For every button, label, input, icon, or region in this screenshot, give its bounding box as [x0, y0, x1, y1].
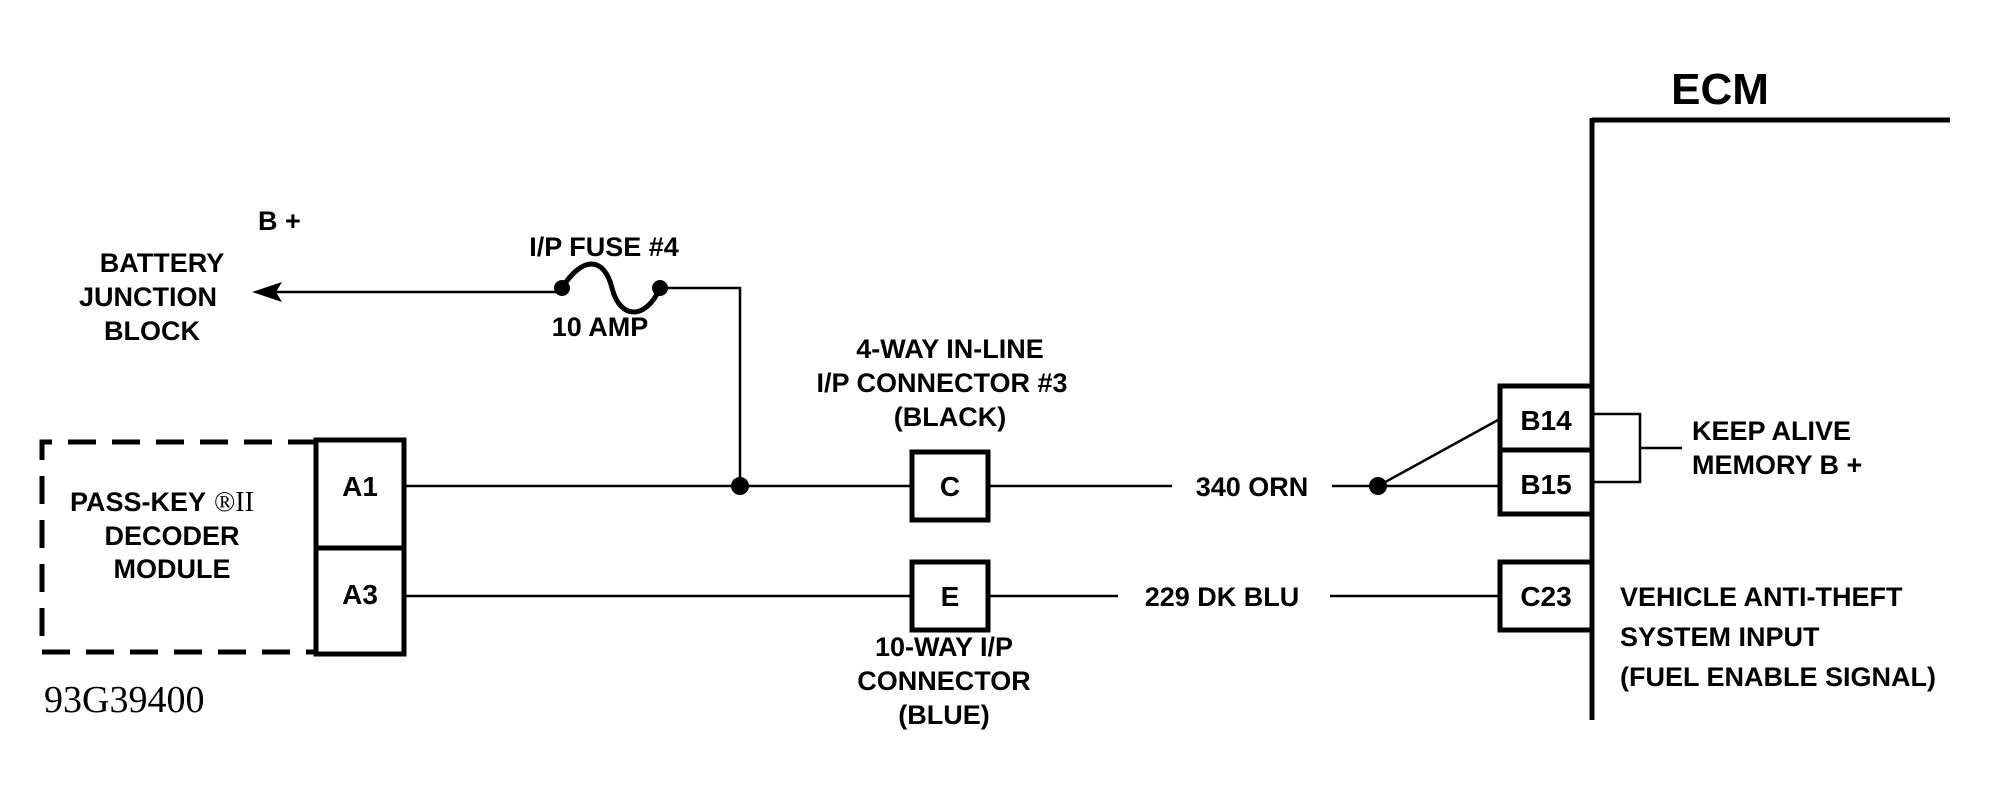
connector-4way [909, 449, 991, 523]
fuse-symbol [554, 261, 668, 315]
svg-text:BLOCK: BLOCK [104, 316, 200, 346]
svg-text:VEHICLE ANTI-THEFT: VEHICLE ANTI-THEFT [1620, 582, 1903, 612]
anti-theft-label: VEHICLE ANTI-THEFT SYSTEM INPUT (FUEL EN… [1620, 582, 1936, 692]
svg-text:KEEP ALIVE: KEEP ALIVE [1692, 416, 1851, 446]
ecm-pin-block-c [1497, 559, 1595, 633]
battery-junction-block-label: BATTERY JUNCTION BLOCK [79, 248, 224, 346]
decoder-pin-a1: A1 [342, 471, 378, 502]
ecm-pin-block-b [1497, 383, 1595, 517]
connector-4way-pin: C [940, 471, 960, 502]
svg-text:I/P CONNECTOR #3: I/P CONNECTOR #3 [816, 368, 1067, 398]
svg-text:MEMORY B +: MEMORY B + [1692, 450, 1862, 480]
ecm-pin-b14: B14 [1520, 405, 1572, 436]
svg-text:(FUEL ENABLE SIGNAL): (FUEL ENABLE SIGNAL) [1620, 662, 1936, 692]
ecm-pin-c23: C23 [1520, 581, 1571, 612]
orange-wire-label: 340 ORN [1196, 472, 1309, 502]
fuse-name-label: I/P FUSE #4 [529, 232, 679, 262]
keep-alive-bracket [1592, 412, 1682, 484]
decoder-module [39, 437, 407, 657]
svg-text:PASS-KEY®II: PASS-KEY®II [70, 487, 254, 518]
connector-10way [909, 559, 991, 633]
figure-id: 93G39400 [44, 679, 204, 721]
blue-wire-label: 229 DK BLU [1145, 582, 1300, 612]
battery-arrow [252, 282, 562, 302]
svg-text:DECODER: DECODER [104, 521, 239, 551]
fuse-feed-wire [660, 286, 742, 486]
connector-10way-pin: E [941, 581, 960, 612]
svg-text:CONNECTOR: CONNECTOR [857, 666, 1031, 696]
connector-10way-label: 10-WAY I/P CONNECTOR (BLUE) [857, 632, 1031, 730]
orange-wire [404, 418, 1500, 488]
svg-text:MODULE: MODULE [114, 554, 231, 584]
decoder-module-label: PASS-KEY®II DECODER MODULE [70, 487, 254, 584]
keep-alive-label: KEEP ALIVE MEMORY B + [1692, 416, 1862, 480]
svg-text:(BLUE): (BLUE) [898, 700, 989, 730]
orange-wire-splice-ecm [1369, 477, 1387, 495]
ecm-title: ECM [1671, 65, 1769, 114]
battery-supply-label: B + [258, 206, 301, 236]
svg-text:SYSTEM INPUT: SYSTEM INPUT [1620, 622, 1820, 652]
decoder-pin-a3: A3 [342, 579, 378, 610]
svg-text:JUNCTION: JUNCTION [79, 282, 217, 312]
svg-text:4-WAY IN-LINE: 4-WAY IN-LINE [856, 334, 1044, 364]
connector-4way-label: 4-WAY IN-LINE I/P CONNECTOR #3 (BLACK) [816, 334, 1067, 432]
fuse-rating-label: 10 AMP [552, 312, 649, 342]
svg-text:BATTERY: BATTERY [100, 248, 225, 278]
svg-text:10-WAY I/P: 10-WAY I/P [875, 632, 1013, 662]
orange-wire-splice-fuse [731, 477, 749, 495]
svg-text:(BLACK): (BLACK) [894, 402, 1006, 432]
ecm-pin-b15: B15 [1520, 469, 1571, 500]
